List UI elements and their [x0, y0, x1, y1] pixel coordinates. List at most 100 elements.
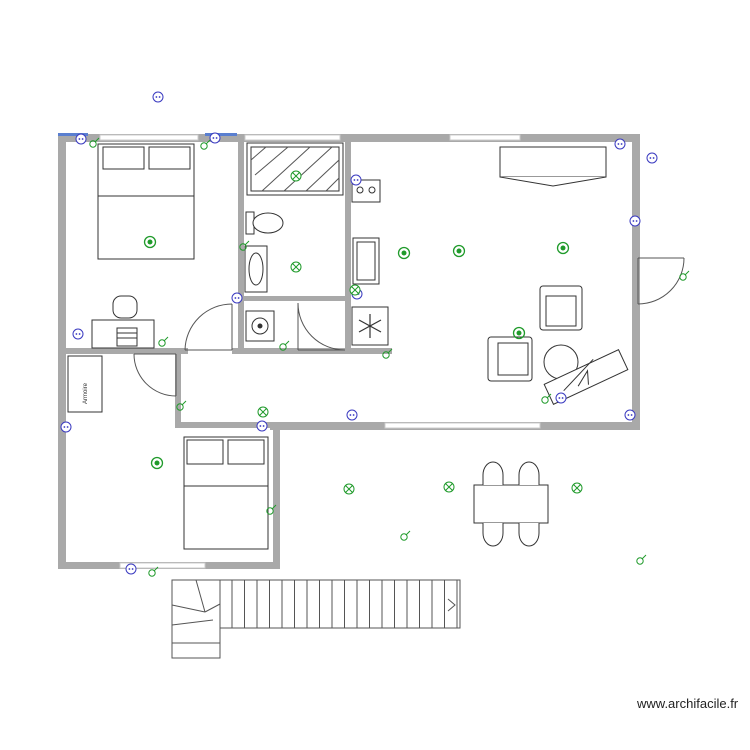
socket-ring	[152, 91, 164, 103]
socket-pin	[78, 333, 81, 335]
switch-icon	[541, 393, 552, 404]
wall-left-lower	[58, 354, 66, 568]
shower-inner	[250, 146, 340, 192]
socket-pin	[131, 568, 134, 570]
switch-icon	[176, 400, 187, 411]
wall-light-icon	[290, 170, 302, 182]
socket-pin	[353, 179, 356, 181]
socket-pin	[259, 425, 262, 427]
window-bedroom2	[119, 562, 206, 569]
socket-pin	[649, 157, 652, 159]
window-living-top	[449, 134, 521, 141]
socket-ring	[60, 421, 72, 433]
desk-keyboard	[116, 327, 138, 347]
windows	[58, 133, 541, 569]
power-socket-icon	[555, 392, 567, 404]
stair-steps	[172, 580, 458, 644]
socket-pin	[215, 137, 218, 139]
power-socket-icon	[72, 328, 84, 340]
wall-lights	[257, 170, 583, 495]
kitchen-sink-inner	[356, 241, 376, 281]
ceiling-light-icon	[397, 246, 411, 260]
socket-pin	[234, 297, 237, 299]
socket-ring	[209, 132, 221, 144]
bed-2-pillow-left	[186, 439, 224, 465]
window-blue-left	[58, 133, 88, 136]
switch-lever	[153, 566, 159, 572]
socket-pin	[212, 137, 215, 139]
switch-lever	[271, 504, 277, 510]
socket-ring	[555, 392, 567, 404]
wall-light-cross	[351, 286, 359, 294]
window-blue-right	[205, 133, 237, 136]
wall-light-icon	[343, 483, 355, 495]
ceiling-light-dot	[154, 460, 160, 466]
socket-pin	[78, 138, 81, 140]
power-socket-icon	[125, 563, 137, 575]
ceiling-light-ring	[556, 241, 570, 255]
socket-ring	[646, 152, 658, 164]
switch-lever	[163, 336, 169, 342]
socket-ring	[256, 420, 268, 432]
switch-lever	[641, 554, 647, 560]
hob-ring-1	[356, 186, 364, 194]
ceiling-light-icon	[150, 456, 164, 470]
socket-pin	[349, 414, 352, 416]
armchair-1-seat	[545, 295, 577, 327]
ceiling-light-ring	[512, 326, 526, 340]
wardrobe-label: Armoire	[83, 382, 89, 404]
switch-lever	[387, 348, 393, 354]
socket-pin	[81, 138, 84, 140]
socket-ring	[75, 133, 87, 145]
switch-ring	[400, 533, 408, 541]
socket-ring	[614, 138, 626, 150]
hatch-5	[305, 159, 340, 192]
wall-bedroom1-bottom	[58, 348, 188, 354]
socket-pin	[561, 397, 564, 399]
snow-3	[358, 319, 382, 333]
switch-ring	[200, 142, 208, 150]
switch-lever	[205, 139, 211, 145]
wall-light-cross	[292, 263, 300, 271]
power-socket-icon	[346, 409, 358, 421]
ceiling-light-ring	[150, 456, 164, 470]
wall-light-cross	[259, 408, 267, 416]
switch-lever	[181, 400, 187, 406]
wall-bedroom2-right	[273, 422, 280, 569]
shower-hatch	[250, 146, 340, 192]
stairs-arrow	[447, 598, 456, 612]
tv-cabinet-detail	[499, 176, 607, 187]
power-socket-icon	[350, 174, 362, 186]
socket-ring	[125, 563, 137, 575]
snowflake-icon	[358, 314, 382, 338]
socket-pin	[356, 179, 359, 181]
patio-chair-4	[518, 523, 540, 547]
toilet-bowl	[252, 212, 284, 234]
socket-ring	[629, 215, 641, 227]
wall-light-cross	[345, 485, 353, 493]
socket-ring	[72, 328, 84, 340]
door-bedroom2	[133, 353, 177, 397]
switch-ring	[679, 273, 687, 281]
window-living-bottom	[384, 422, 541, 429]
switch-lever	[284, 340, 290, 346]
wall-corridor-bottom	[175, 422, 275, 428]
socket-pin	[155, 96, 158, 98]
patio-furniture	[473, 461, 549, 547]
wall-bath-right	[345, 134, 351, 354]
armchair-2-seat	[497, 342, 529, 376]
living-furniture	[351, 146, 629, 405]
switch-icon	[89, 137, 100, 148]
socket-ring	[624, 409, 636, 421]
ceiling-light-icon	[143, 235, 157, 249]
socket-pin	[128, 568, 131, 570]
socket-pin	[237, 297, 240, 299]
window-bath	[244, 134, 341, 141]
hatch-6	[325, 177, 340, 192]
wall-light-cross	[445, 483, 453, 491]
socket-pin	[627, 414, 630, 416]
socket-pin	[630, 414, 633, 416]
switch-ring	[239, 243, 247, 251]
bed-1-pillow-right	[148, 146, 191, 170]
